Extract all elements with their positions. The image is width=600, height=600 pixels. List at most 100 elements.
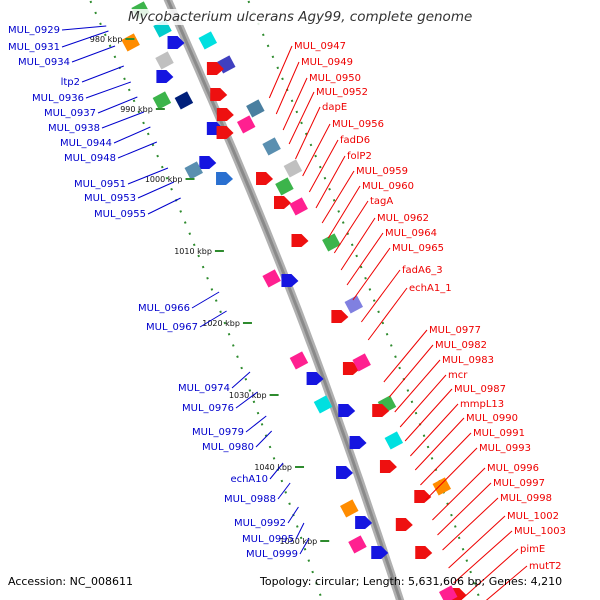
left-gene-label: MUL_0951 <box>74 179 126 190</box>
left-leader-line <box>81 65 124 83</box>
right-gene-label: MUL_0998 <box>500 493 552 504</box>
gene-block <box>262 137 281 156</box>
left-leader-line <box>199 310 227 328</box>
right-gene-label: MUL_1002 <box>507 511 559 522</box>
gene-block <box>438 585 458 600</box>
left-leader-line <box>61 25 107 31</box>
right-gene-label: echA1_1 <box>409 283 452 294</box>
gene-block <box>313 395 333 414</box>
right-leader-line <box>432 467 486 521</box>
right-leader-line <box>308 139 339 193</box>
gene-block <box>348 535 367 554</box>
gene-block <box>289 351 309 370</box>
left-gene-label: MUL_0979 <box>192 427 244 438</box>
left-gene-label: MUL_0976 <box>182 403 234 414</box>
right-leader-line <box>460 548 519 600</box>
tick-label: 1040 kbp <box>254 463 292 472</box>
left-leader-line <box>71 45 116 63</box>
gene-arrow <box>371 546 389 559</box>
right-leader-line <box>346 232 384 286</box>
gene-arrow <box>338 404 356 417</box>
left-gene-label: MUL_0966 <box>138 303 190 314</box>
right-leader-line <box>321 170 355 224</box>
right-leader-line <box>333 200 369 254</box>
tick-label: 1050 kbp <box>280 537 318 546</box>
right-gene-label: MUL_0959 <box>356 166 408 177</box>
left-gene-label: MUL_0995 <box>242 534 294 545</box>
label-leader-lines <box>61 25 528 600</box>
gene-arrow <box>156 70 174 83</box>
right-gene-label: MUL_0977 <box>429 325 481 336</box>
gene-arrow <box>256 172 274 185</box>
gene-block <box>155 51 174 70</box>
right-gene-label: fadA6_3 <box>402 265 443 276</box>
gene-arrow <box>210 88 228 101</box>
gene-arrow <box>355 516 373 529</box>
left-leader-line <box>137 181 175 199</box>
left-leader-line <box>245 415 267 433</box>
right-leader-line <box>448 515 506 569</box>
right-gene-label: MUL_0949 <box>301 57 353 68</box>
gene-arrow <box>206 62 224 75</box>
tick-label: 1020 kbp <box>202 319 240 328</box>
gene-arrow <box>199 156 217 169</box>
left-gene-label: MUL_0934 <box>18 57 70 68</box>
right-gene-label: MUL_0987 <box>454 384 506 395</box>
accession-text: Accession: NC_008611 <box>8 575 134 588</box>
gene-arrow <box>415 546 433 559</box>
right-gene-label: MUL_0950 <box>309 73 361 84</box>
right-gene-label: MUL_0991 <box>473 428 525 439</box>
right-leader-line <box>437 482 492 536</box>
left-gene-label: MUL_0929 <box>8 25 60 36</box>
right-leader-line <box>352 247 391 301</box>
gene-arrow <box>216 108 234 121</box>
left-gene-label: MUL_0937 <box>44 108 96 119</box>
gene-arrow <box>372 404 390 417</box>
left-leader-line <box>147 197 181 215</box>
right-leader-line <box>302 123 331 177</box>
right-gene-label: MUL_0996 <box>487 463 539 474</box>
gene-block <box>152 91 172 110</box>
right-leader-line <box>360 269 401 323</box>
right-gene-label: mutT2 <box>529 561 561 572</box>
right-gene-label: mcr <box>448 370 468 381</box>
left-leader-line <box>191 291 220 309</box>
left-gene-label: MUL_0974 <box>178 383 230 394</box>
left-leader-line <box>269 462 284 480</box>
gene-block <box>236 115 256 134</box>
gene-arrow <box>167 36 185 49</box>
gene-block <box>289 197 308 216</box>
gene-block <box>184 161 203 180</box>
gene-block <box>322 233 341 252</box>
left-gene-label: MUL_0938 <box>48 123 100 134</box>
right-leader-line <box>383 329 428 383</box>
right-gene-label: mmpL13 <box>460 399 504 410</box>
left-gene-label: MUL_0980 <box>202 442 254 453</box>
left-leader-line <box>235 391 258 409</box>
right-gene-label: folP2 <box>347 151 372 162</box>
right-leader-line <box>268 45 293 99</box>
right-leader-line <box>420 432 472 486</box>
tick-label: 1000 kbp <box>145 175 183 184</box>
right-gene-label: MUL_0990 <box>466 413 518 424</box>
right-leader-line <box>327 185 361 239</box>
gene-block <box>384 431 404 450</box>
left-gene-label: MUL_0988 <box>224 494 276 505</box>
gene-arrow <box>336 466 354 479</box>
outer-ring-left <box>88 0 324 600</box>
gene-arrow <box>281 274 299 287</box>
gene-block <box>352 353 371 372</box>
gene-block <box>340 499 359 518</box>
outer-ring-right <box>246 0 482 600</box>
gene-block <box>283 159 303 178</box>
left-leader-line <box>255 430 273 448</box>
tick-label: 990 kbp <box>120 105 153 114</box>
gene-arrow <box>395 518 413 531</box>
right-gene-label: MUL_0960 <box>362 181 414 192</box>
left-gene-label: MUL_0931 <box>8 42 60 53</box>
right-leader-line <box>410 403 459 457</box>
right-gene-label: MUL_0982 <box>435 340 487 351</box>
right-leader-line <box>282 77 308 131</box>
right-gene-label: dapE <box>322 102 347 113</box>
